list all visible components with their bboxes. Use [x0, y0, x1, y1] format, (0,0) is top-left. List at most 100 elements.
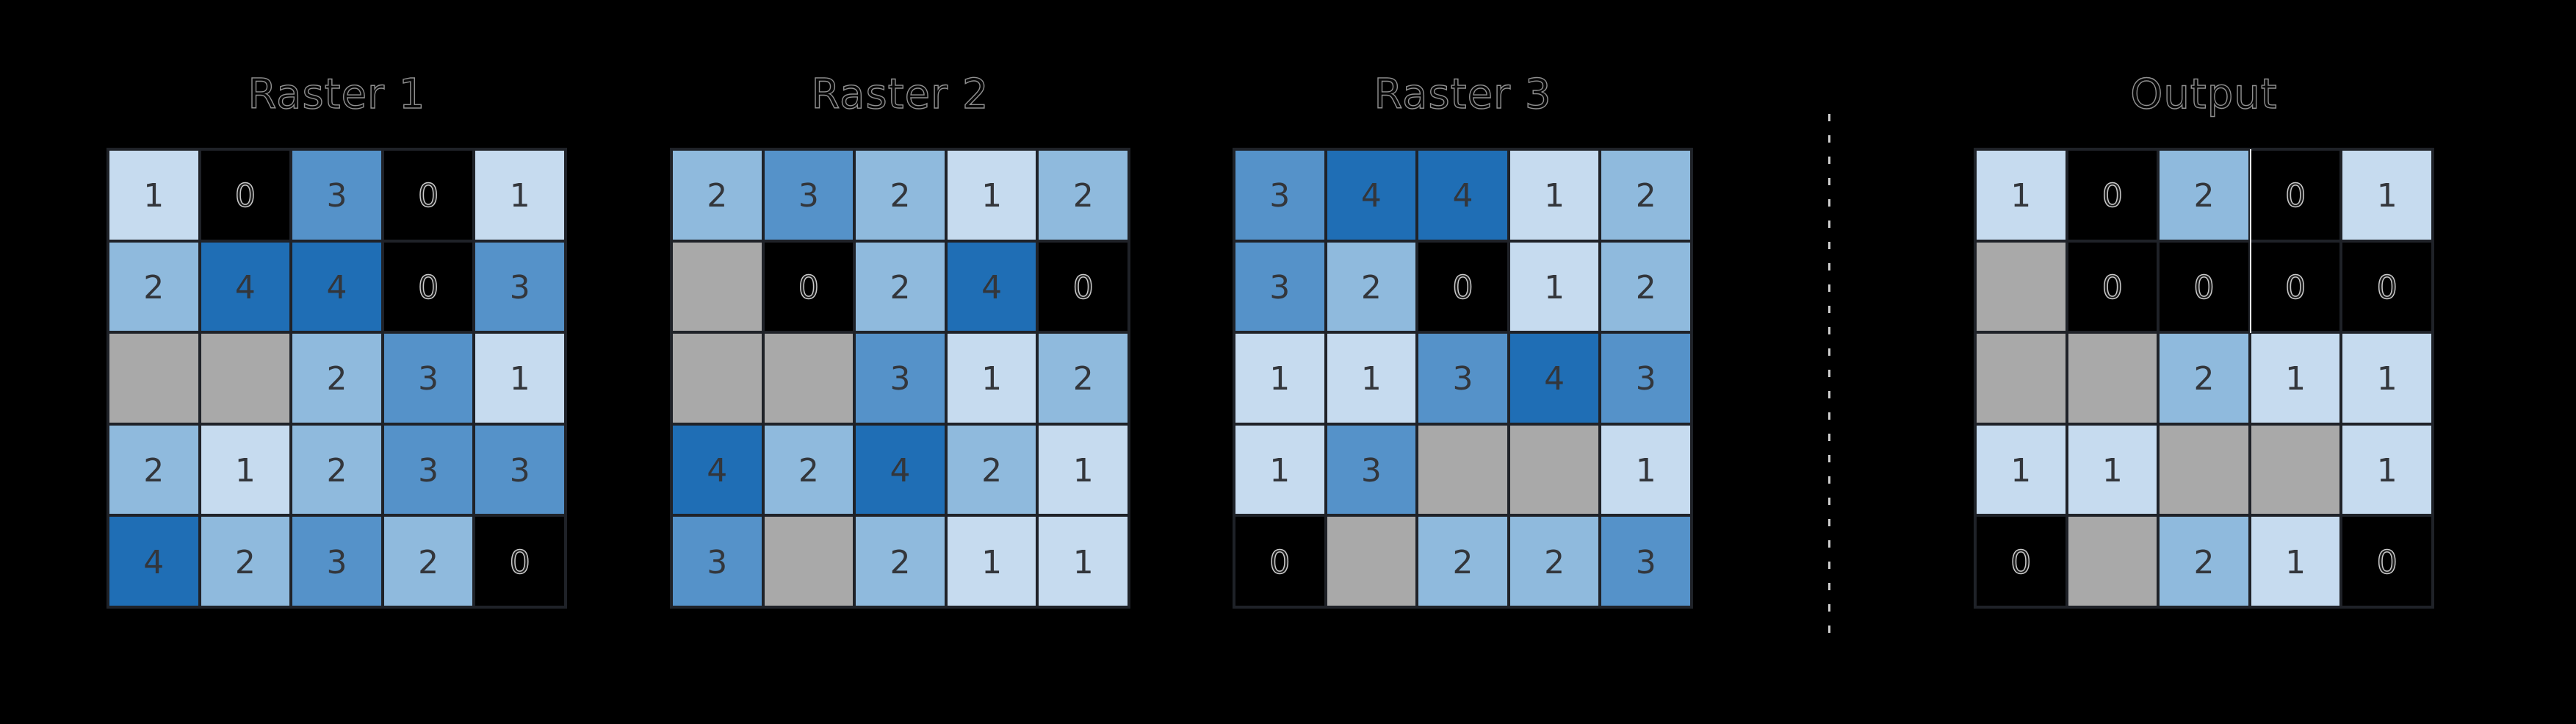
- raster-1-cell-r1c1: 1: [108, 149, 200, 241]
- output-cell-r4c1: 1: [1975, 423, 2067, 516]
- raster-2-cell-r4c2: 2: [762, 423, 855, 516]
- raster-1-cell-r1c4: 0: [382, 149, 475, 241]
- raster-2-cell-r2c1: [671, 240, 763, 333]
- transparent-cell-edge-highlight: [2250, 149, 2251, 333]
- output-cell-r2c2: 0: [2066, 240, 2159, 333]
- raster-2-cell-r1c3: 2: [854, 149, 946, 241]
- raster-1-cell-r2c5: 3: [474, 240, 566, 333]
- output-cell-r4c2: 1: [2066, 423, 2159, 516]
- raster-3-cell-r1c4: 1: [1508, 149, 1601, 241]
- raster-1-cell-r4c2: 1: [199, 423, 292, 516]
- output-cell-r1c5: 1: [2341, 149, 2433, 241]
- raster-2-cell-r3c5: 2: [1037, 332, 1129, 424]
- raster-1-cell-r5c3: 3: [291, 515, 383, 607]
- raster-3-cell-r3c5: 3: [1600, 332, 1692, 424]
- raster-2-cell-r5c3: 2: [854, 515, 946, 607]
- input-output-dashed-divider: [1828, 114, 1830, 642]
- output-cell-r4c3: [2158, 423, 2250, 516]
- raster-1-cell-r4c5: 3: [474, 423, 566, 516]
- raster-1-cell-r1c5: 1: [474, 149, 566, 241]
- raster-1-cell-r5c1: 4: [108, 515, 200, 607]
- output-cell-r3c2: [2066, 332, 2159, 424]
- raster-2-cell-r3c4: 1: [945, 332, 1038, 424]
- raster-2-title: Raster 2: [811, 70, 989, 118]
- raster-1-cell-r4c3: 2: [291, 423, 383, 516]
- raster-3-cell-r5c5: 3: [1600, 515, 1692, 607]
- raster-3-cell-r4c3: [1417, 423, 1509, 516]
- output-cell-r3c1: [1975, 332, 2067, 424]
- raster-2-cell-r4c4: 2: [945, 423, 1038, 516]
- raster-3-cell-r4c1: 1: [1234, 423, 1326, 516]
- raster-3-cell-r3c4: 4: [1508, 332, 1601, 424]
- raster-2-cell-r3c1: [671, 332, 763, 424]
- raster-2-cell-r2c4: 4: [945, 240, 1038, 333]
- raster-3-cell-r5c1: 0: [1234, 515, 1326, 607]
- raster-3-cell-r1c3: 4: [1417, 149, 1509, 241]
- output-cell-r1c1: 1: [1975, 149, 2067, 241]
- output-cell-r5c3: 2: [2158, 515, 2250, 607]
- raster-2-cell-r2c2: 0: [762, 240, 855, 333]
- output-cell-r5c4: 1: [2249, 515, 2342, 607]
- output-cell-r2c4: 0: [2249, 240, 2342, 333]
- output-cell-r2c3: 0: [2158, 240, 2250, 333]
- raster-3-cell-r3c3: 3: [1417, 332, 1509, 424]
- raster-1-cell-r2c2: 4: [199, 240, 292, 333]
- raster-3-cell-r2c5: 2: [1600, 240, 1692, 333]
- raster-2-cell-r4c5: 1: [1037, 423, 1129, 516]
- raster-3-cell-r2c2: 2: [1325, 240, 1418, 333]
- raster-2-cell-r1c2: 3: [762, 149, 855, 241]
- output-cell-r1c4: 0: [2249, 149, 2342, 241]
- raster-3-cell-r5c4: 2: [1508, 515, 1601, 607]
- raster-1-title: Raster 1: [248, 70, 426, 118]
- output-cell-r4c5: 1: [2341, 423, 2433, 516]
- raster-1-cell-r5c2: 2: [199, 515, 292, 607]
- output-cell-r1c3: 2: [2158, 149, 2250, 241]
- raster-1-cell-r1c2: 0: [199, 149, 292, 241]
- raster-1-cell-r5c5: 0: [474, 515, 566, 607]
- output-cell-r5c5: 0: [2341, 515, 2433, 607]
- output-cell-r2c5: 0: [2341, 240, 2433, 333]
- raster-1-cell-r5c4: 2: [382, 515, 475, 607]
- raster-1-cell-r2c4: 0: [382, 240, 475, 333]
- raster-1-cell-r3c2: [199, 332, 292, 424]
- raster-1-cell-r2c1: 2: [108, 240, 200, 333]
- raster-2-cell-r3c3: 3: [854, 332, 946, 424]
- output-cell-r1c2: 0: [2066, 149, 2159, 241]
- output-cell-r3c5: 1: [2341, 332, 2433, 424]
- raster-1-cell-r3c1: [108, 332, 200, 424]
- raster-2-cell-r4c3: 4: [854, 423, 946, 516]
- raster-2-cell-r2c5: 0: [1037, 240, 1129, 333]
- raster-2-cell-r1c4: 1: [945, 149, 1038, 241]
- raster-3-cell-r2c3: 0: [1417, 240, 1509, 333]
- raster-3-cell-r3c1: 1: [1234, 332, 1326, 424]
- output-cell-r3c3: 2: [2158, 332, 2250, 424]
- raster-1-cell-r1c3: 3: [291, 149, 383, 241]
- raster-2-cell-r3c2: [762, 332, 855, 424]
- raster-1-cell-r4c1: 2: [108, 423, 200, 516]
- raster-2-cell-r1c1: 2: [671, 149, 763, 241]
- raster-3-title: Raster 3: [1374, 70, 1552, 118]
- raster-3-cell-r4c4: [1508, 423, 1601, 516]
- raster-1-cell-r3c4: 3: [382, 332, 475, 424]
- raster-3-cell-r5c3: 2: [1417, 515, 1509, 607]
- raster-3-cell-r4c5: 1: [1600, 423, 1692, 516]
- raster-2-cell-r4c1: 4: [671, 423, 763, 516]
- output-cell-r2c1: [1975, 240, 2067, 333]
- raster-2-cell-r5c4: 1: [945, 515, 1038, 607]
- raster-2-cell-r5c2: [762, 515, 855, 607]
- raster-3-cell-r2c4: 1: [1508, 240, 1601, 333]
- raster-1-cell-r3c3: 2: [291, 332, 383, 424]
- raster-1-cell-r3c5: 1: [474, 332, 566, 424]
- output-cell-r4c4: [2249, 423, 2342, 516]
- output-cell-r3c4: 1: [2249, 332, 2342, 424]
- raster-3-cell-r1c2: 4: [1325, 149, 1418, 241]
- raster-2-cell-r2c3: 2: [854, 240, 946, 333]
- raster-2-cell-r5c5: 1: [1037, 515, 1129, 607]
- output-title: Output: [2130, 70, 2278, 118]
- raster-3-cell-r1c5: 2: [1600, 149, 1692, 241]
- raster-3-cell-r4c2: 3: [1325, 423, 1418, 516]
- raster-1-cell-r4c4: 3: [382, 423, 475, 516]
